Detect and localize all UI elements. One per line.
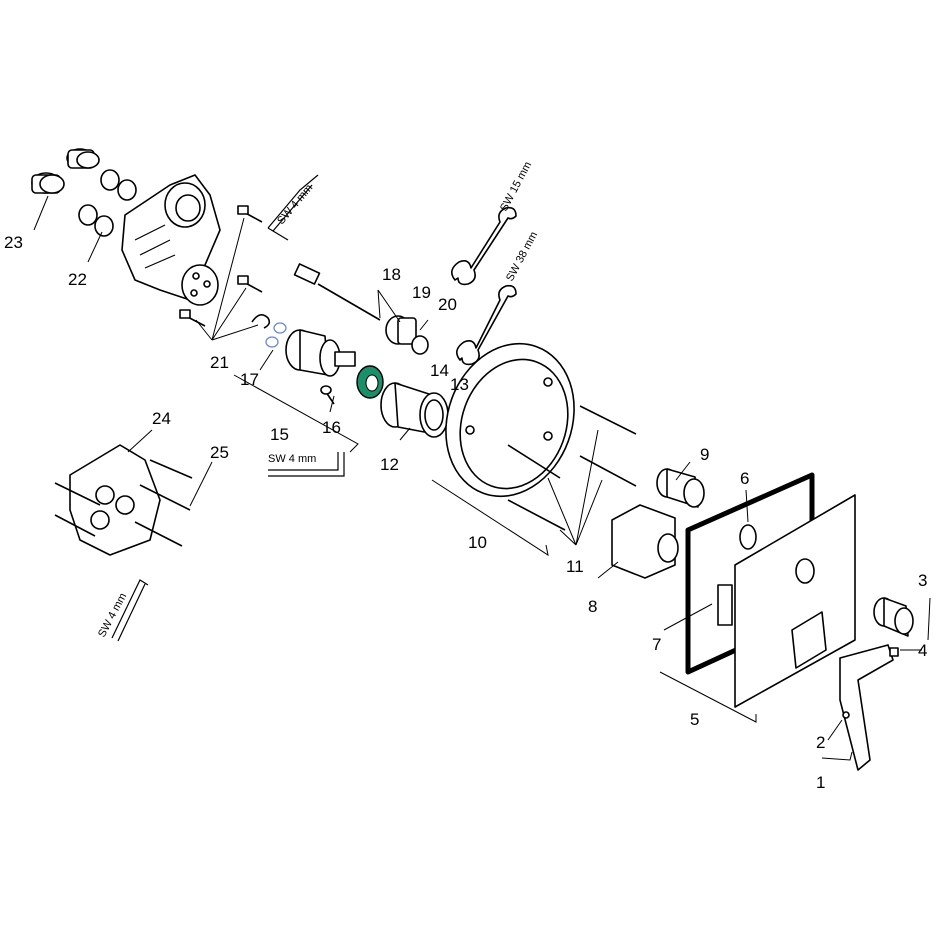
part-24-25-valve-body xyxy=(54,444,193,556)
part-12-13-sleeve xyxy=(380,382,449,438)
allen-key-top xyxy=(267,174,319,241)
callouts: 23 22 21 17 15 16 18 19 20 14 13 12 10 1… xyxy=(4,233,927,792)
callout-16: 16 xyxy=(322,418,341,437)
callout-24: 24 xyxy=(152,409,171,428)
callout-15: 15 xyxy=(270,425,289,444)
allen-key-mid xyxy=(268,452,345,477)
callout-22: 22 xyxy=(68,270,87,289)
part-19-diverter xyxy=(385,315,429,355)
callout-1: 1 xyxy=(816,773,825,792)
part-17-o-rings xyxy=(265,322,287,348)
valve-body xyxy=(121,174,221,306)
callout-17: 17 xyxy=(240,370,259,389)
part-11-long-screws xyxy=(507,405,637,531)
sw4-label-top: SW 4 mm xyxy=(275,182,315,227)
part-3-knob xyxy=(873,597,914,637)
callout-9: 9 xyxy=(700,445,709,464)
callout-2: 2 xyxy=(816,733,825,752)
part-21-screws xyxy=(179,205,271,329)
part-16-screw xyxy=(320,385,335,405)
part-8-square-adapter xyxy=(611,504,679,579)
part-5-cover-plate xyxy=(734,494,856,708)
callout-25: 25 xyxy=(210,443,229,462)
sw4-label-bottom: SW 4 mm xyxy=(96,591,129,639)
part-1-handle xyxy=(839,644,899,771)
part-22-seal-rings xyxy=(78,169,137,237)
callout-8: 8 xyxy=(588,597,597,616)
allen-key-bottom xyxy=(111,579,149,642)
part-18-spindle xyxy=(293,263,381,321)
part-15-cartridge xyxy=(285,329,356,377)
part-9-sleeve xyxy=(656,468,705,508)
callout-5: 5 xyxy=(690,710,699,729)
callout-21: 21 xyxy=(210,353,229,372)
callout-14: 14 xyxy=(430,361,449,380)
callout-3: 3 xyxy=(918,571,927,590)
callout-13: 13 xyxy=(450,375,469,394)
wrench-sw15 xyxy=(451,206,517,286)
callout-20: 20 xyxy=(438,295,457,314)
callout-12: 12 xyxy=(380,455,399,474)
part-14-green-ring xyxy=(356,365,384,399)
callout-10: 10 xyxy=(468,533,487,552)
sw4-label-mid: SW 4 mm xyxy=(268,453,316,465)
sw15-label: SW 15 mm xyxy=(498,160,534,214)
callout-19: 19 xyxy=(412,283,431,302)
part-10-plaster-guard xyxy=(445,342,575,498)
callout-7: 7 xyxy=(652,635,661,654)
leader-lines xyxy=(33,195,931,761)
callout-18: 18 xyxy=(382,265,401,284)
callout-6: 6 xyxy=(740,469,749,488)
callout-4: 4 xyxy=(918,641,927,660)
part-23-nipples xyxy=(31,148,100,194)
wrench-sw38 xyxy=(456,284,517,366)
sw38-label: SW 38 mm xyxy=(504,230,540,284)
callout-23: 23 xyxy=(4,233,23,252)
callout-11: 11 xyxy=(566,557,584,576)
